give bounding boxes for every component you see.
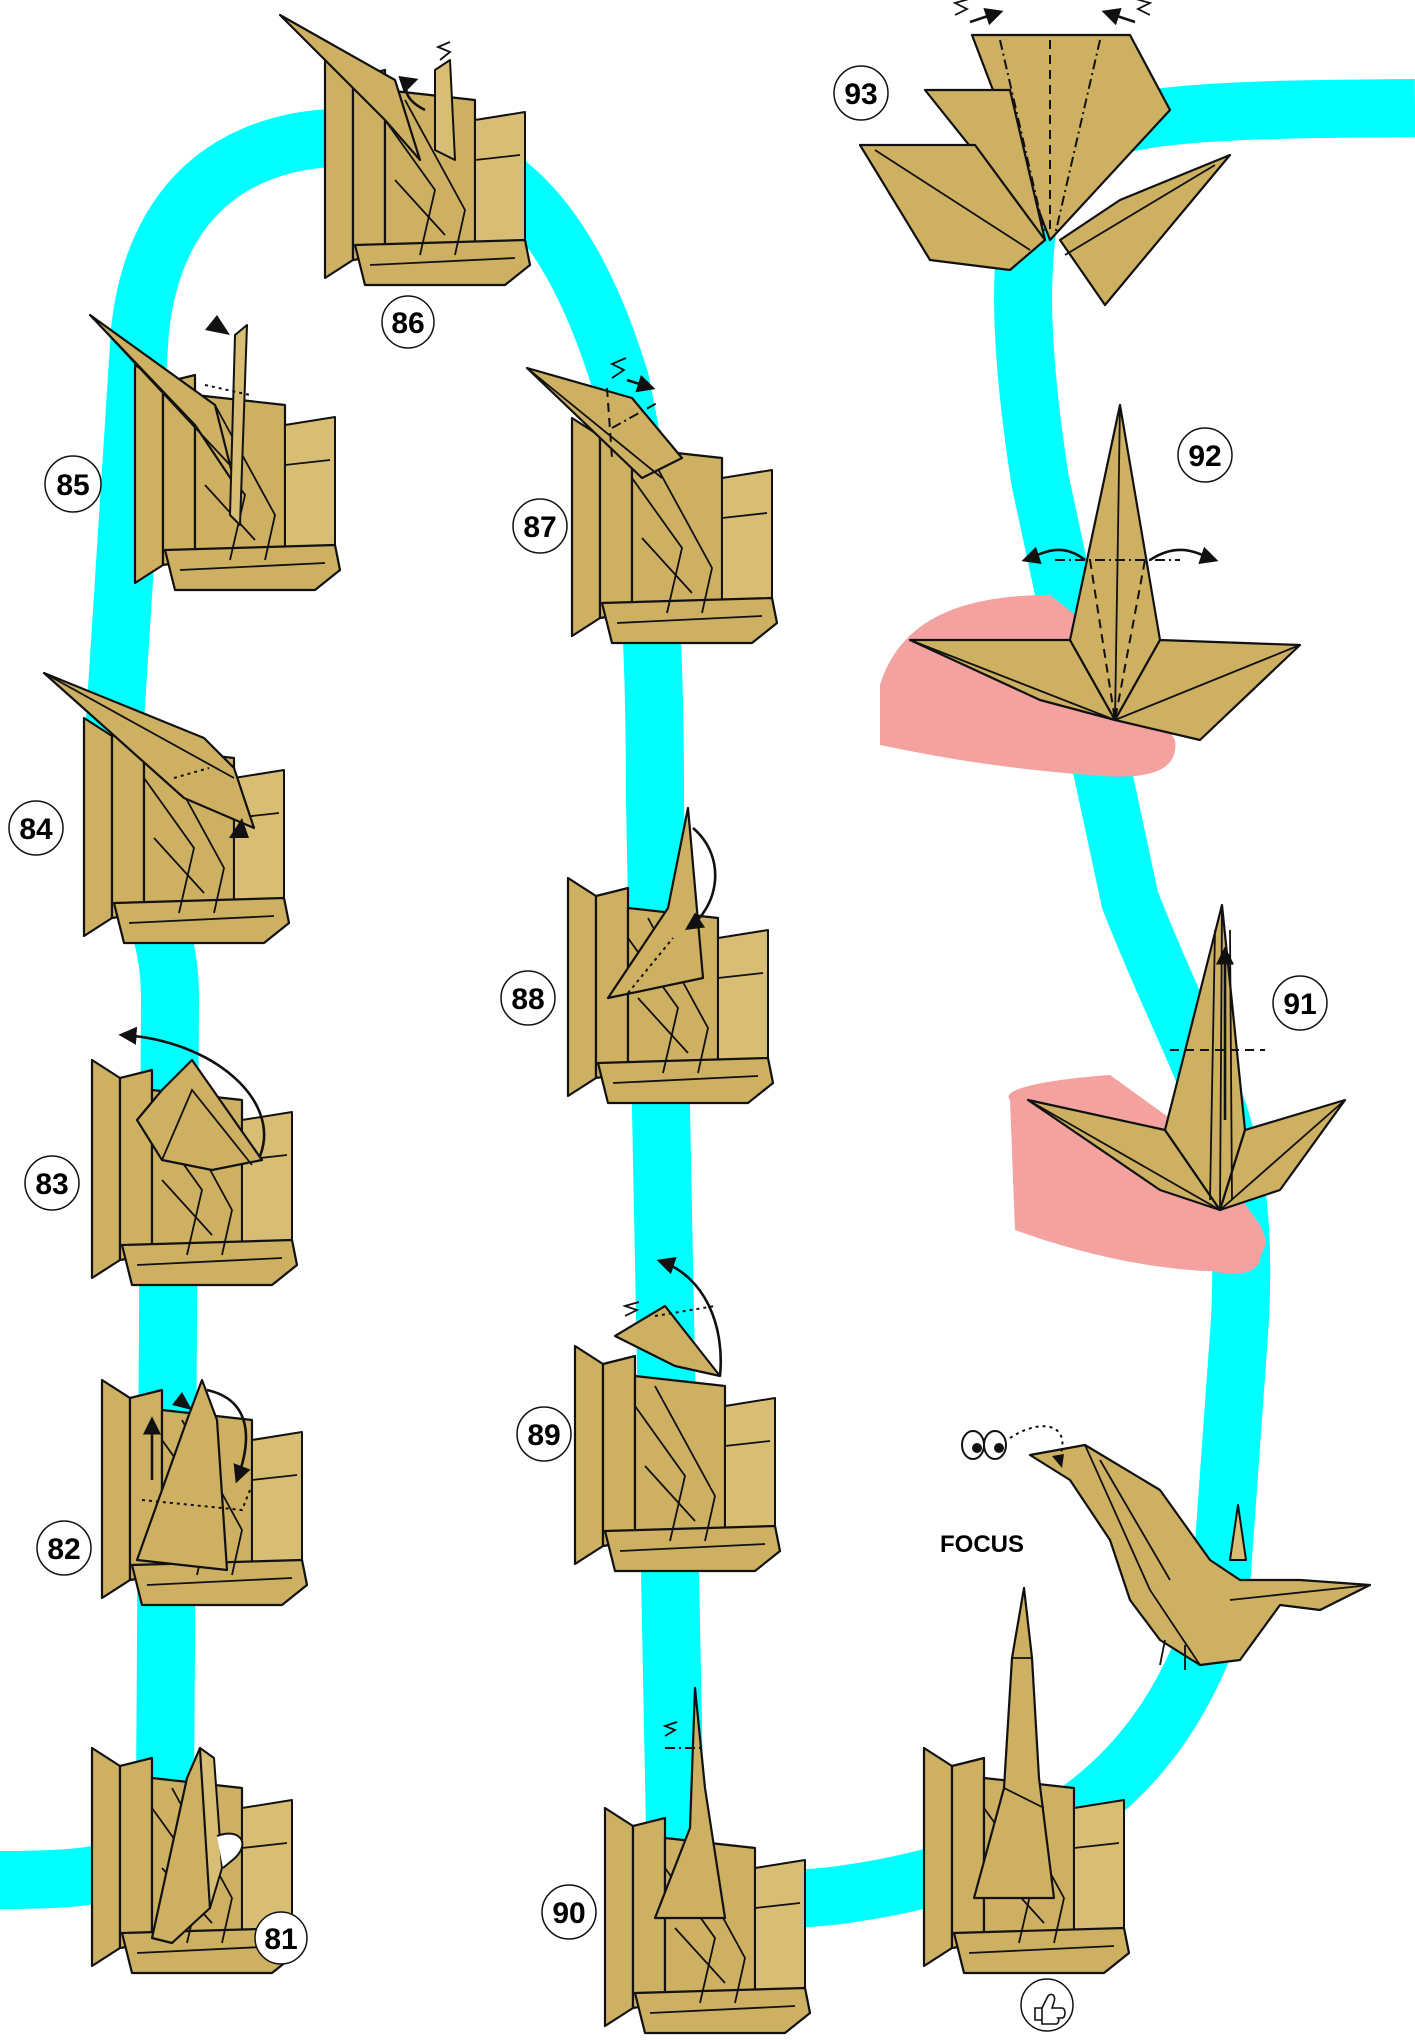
sink-arrowhead-icon	[205, 315, 230, 335]
step-84-figure	[44, 673, 289, 943]
step-90-badge: 90	[542, 1885, 596, 1939]
step-83-figure	[92, 1035, 297, 1285]
thumbs-up-icon	[1021, 1979, 1073, 2031]
step-81-number: 81	[264, 1923, 297, 1956]
step-86-badge: 86	[382, 296, 434, 348]
step-88-number: 88	[511, 983, 544, 1016]
step-92-number: 92	[1188, 440, 1221, 473]
step-85-badge: 85	[45, 456, 101, 512]
step-90-figure	[605, 1688, 810, 2033]
step-88-badge: 88	[501, 971, 555, 1025]
step-92-badge: 92	[1178, 428, 1232, 482]
step-91-number: 91	[1283, 988, 1316, 1021]
step-86-number: 86	[391, 307, 424, 340]
step-84-number: 84	[19, 813, 53, 846]
step-93-number: 93	[844, 78, 877, 111]
step-89-number: 89	[527, 1419, 560, 1452]
step-89-badge: 89	[517, 1407, 571, 1461]
step-93-badge: 93	[834, 66, 888, 120]
step-90-number: 90	[552, 1897, 585, 1930]
step-83-number: 83	[35, 1168, 68, 1201]
step-82-number: 82	[47, 1533, 80, 1566]
step-91-badge: 91	[1273, 976, 1327, 1030]
step-85-number: 85	[56, 469, 89, 502]
step-87-number: 87	[523, 511, 556, 544]
step-82-badge: 82	[37, 1521, 91, 1575]
step-82-figure	[102, 1380, 307, 1605]
focus-label: FOCUS	[940, 1531, 1024, 1558]
step-92-figure	[880, 405, 1300, 777]
step-81-badge: 81	[255, 1912, 307, 1964]
step-84-badge: 84	[9, 801, 63, 855]
step-83-badge: 83	[25, 1156, 79, 1210]
step-87-badge: 87	[513, 499, 567, 553]
